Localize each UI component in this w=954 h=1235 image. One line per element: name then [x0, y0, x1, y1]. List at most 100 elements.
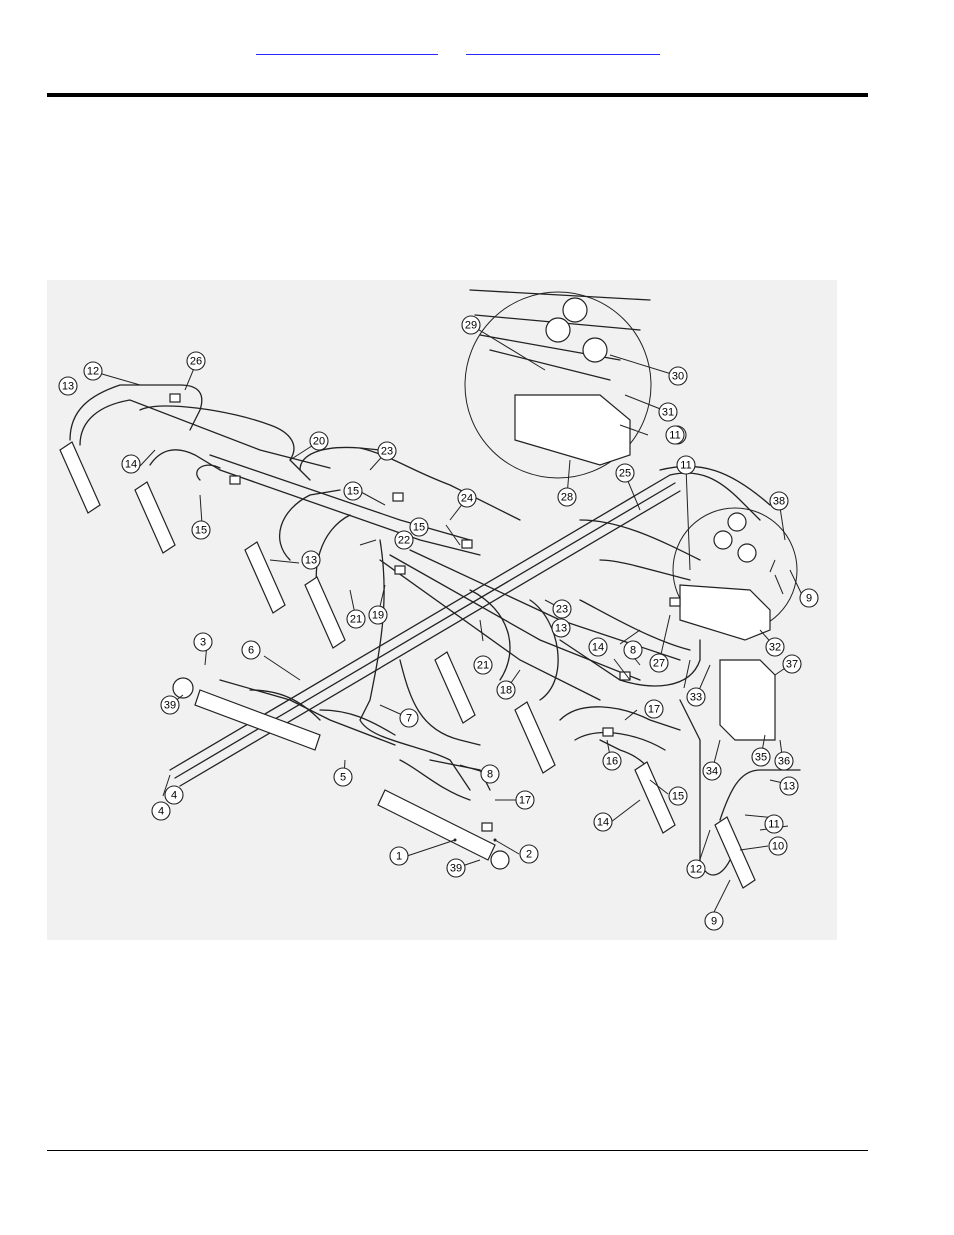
callout-22: 22 — [395, 531, 413, 549]
callout-38: 38 — [770, 492, 788, 510]
callout-24: 24 — [458, 489, 476, 507]
callout-13: 13 — [59, 377, 77, 395]
callout-36: 36 — [775, 752, 793, 770]
callout-12: 12 — [84, 362, 102, 380]
callout-13: 13 — [302, 551, 320, 569]
callout-20: 20 — [310, 432, 328, 450]
callout-13: 13 — [780, 777, 798, 795]
callout-23: 23 — [553, 600, 571, 618]
callout-number: 38 — [773, 496, 785, 508]
callout-26: 26 — [187, 352, 205, 370]
callout-16: 16 — [603, 752, 621, 770]
callout-number: 14 — [592, 642, 604, 654]
callout-number: 34 — [706, 766, 718, 778]
callout-15: 15 — [410, 518, 428, 536]
callout-number: 29 — [465, 320, 477, 332]
callout-number: 37 — [786, 659, 798, 671]
callout-number: 22 — [398, 535, 410, 547]
callout-number: 5 — [340, 772, 346, 784]
callout-39: 39 — [447, 859, 465, 877]
callout-number: 14 — [125, 459, 137, 471]
callout-number: 16 — [606, 756, 618, 768]
callout-23: 23 — [378, 442, 396, 460]
callout-number: 23 — [556, 604, 568, 616]
callout-number: 15 — [413, 522, 425, 534]
callout-number: 15 — [195, 525, 207, 537]
callout-12: 12 — [687, 860, 705, 878]
callout-11: 11 — [765, 815, 783, 833]
callout-7: 7 — [400, 709, 418, 727]
callout-35: 35 — [752, 748, 770, 766]
callout-number: 30 — [672, 371, 684, 383]
callout-number: 15 — [347, 486, 359, 498]
callout-number: 28 — [561, 492, 573, 504]
callout-13: 13 — [552, 619, 570, 637]
callout-37: 37 — [783, 655, 801, 673]
callout-32: 32 — [766, 638, 784, 656]
callout-39: 39 — [161, 696, 179, 714]
callout-14: 14 — [589, 638, 607, 656]
callout-number: 36 — [778, 756, 790, 768]
callout-number: 10 — [772, 841, 784, 853]
callout-21: 21 — [474, 656, 492, 674]
callout-19: 19 — [369, 606, 387, 624]
callout-number: 21 — [350, 614, 362, 626]
callout-number: 11 — [680, 460, 691, 472]
callout-14: 14 — [122, 455, 140, 473]
callout-3: 3 — [194, 633, 212, 651]
callout-1: 1 — [390, 847, 408, 865]
callout-9: 9 — [705, 912, 723, 930]
callout-14: 14 — [594, 813, 612, 831]
callout-number: 13 — [62, 381, 74, 393]
callout-number: 13 — [305, 555, 317, 567]
callout-17: 17 — [516, 791, 534, 809]
callout-number: 32 — [769, 642, 781, 654]
callout-number: 33 — [690, 692, 702, 704]
callout-number: 9 — [806, 593, 812, 605]
callout-number: 21 — [477, 660, 489, 672]
callout-15: 15 — [669, 787, 687, 805]
callout-11: 11 — [666, 426, 684, 444]
callout-15: 15 — [344, 482, 362, 500]
callout-number: 31 — [662, 407, 674, 419]
callout-4: 4 — [165, 786, 183, 804]
callout-28: 28 — [558, 488, 576, 506]
callout-30: 30 — [669, 367, 687, 385]
callout-number: 17 — [648, 704, 660, 716]
callout-number: 17 — [519, 795, 531, 807]
callout-number: 12 — [87, 366, 99, 378]
callout-number: 11 — [768, 819, 779, 831]
callout-number: 13 — [555, 623, 567, 635]
callout-number: 18 — [500, 685, 512, 697]
callout-number: 12 — [690, 864, 702, 876]
callout-number: 9 — [711, 916, 717, 928]
callout-number: 2 — [526, 849, 532, 861]
callout-15: 15 — [192, 521, 210, 539]
callout-number: 39 — [164, 700, 176, 712]
callout-number: 26 — [190, 356, 202, 368]
callout-17: 17 — [645, 700, 663, 718]
callout-number: 24 — [461, 493, 473, 505]
callout-number: 13 — [783, 781, 795, 793]
callout-33: 33 — [687, 688, 705, 706]
callout-number: 23 — [381, 446, 393, 458]
callout-25: 25 — [616, 464, 634, 482]
callout-4: 4 — [152, 802, 170, 820]
callout-31: 31 — [659, 403, 677, 421]
callout-number: 15 — [672, 791, 684, 803]
callout-10: 10 — [769, 837, 787, 855]
callout-number: 4 — [158, 806, 164, 818]
callout-8: 8 — [624, 641, 642, 659]
callout-number: 20 — [313, 436, 325, 448]
callout-number: 11 — [669, 430, 680, 442]
callout-number: 1 — [396, 851, 402, 863]
callout-number: 3 — [200, 637, 206, 649]
callout-6: 6 — [242, 641, 260, 659]
callout-21: 21 — [347, 610, 365, 628]
callout-number: 4 — [171, 790, 177, 802]
callout-8: 8 — [481, 765, 499, 783]
callout-number: 6 — [248, 645, 254, 657]
callout-number: 35 — [755, 752, 767, 764]
callout-number: 7 — [406, 713, 412, 725]
